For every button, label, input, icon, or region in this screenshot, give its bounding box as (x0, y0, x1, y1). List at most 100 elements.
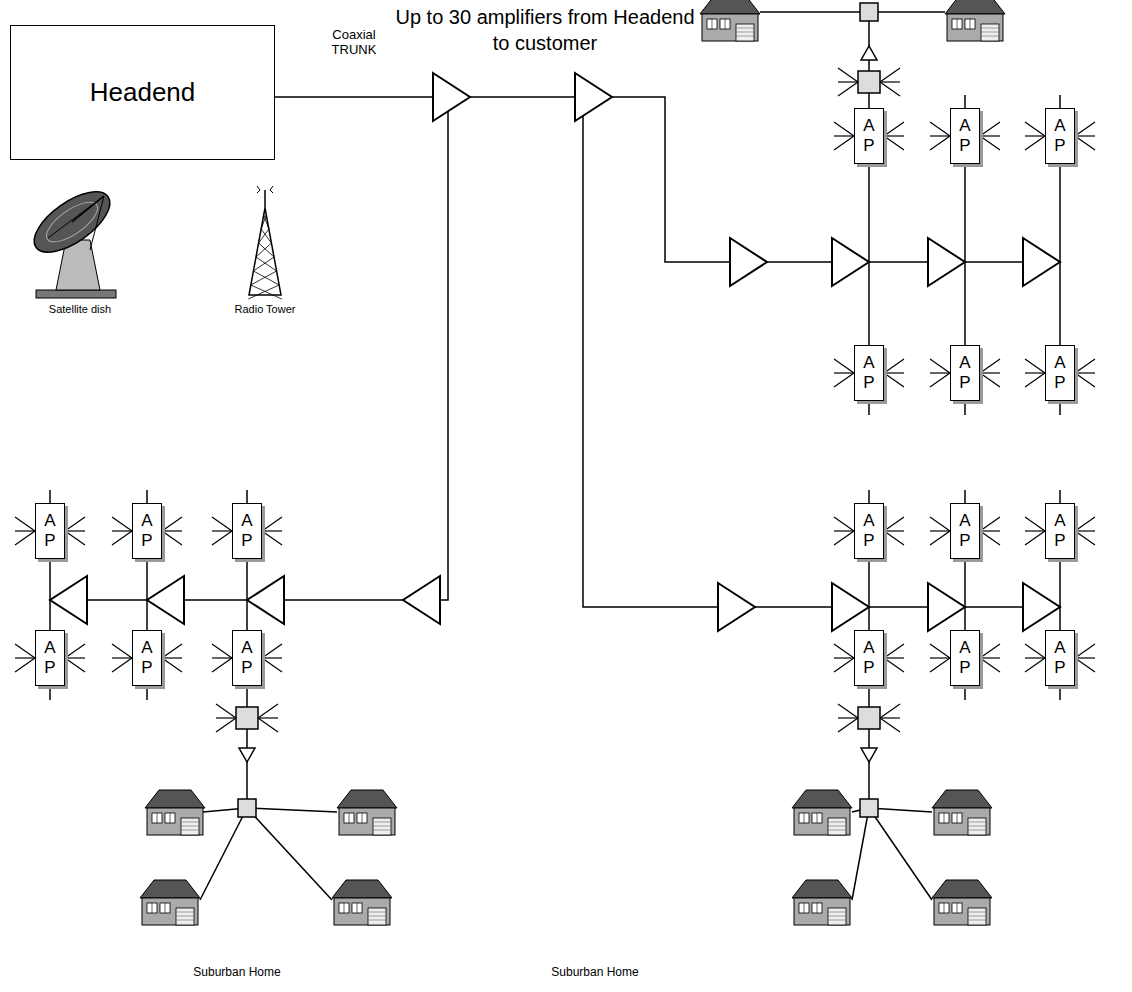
drop-line (834, 530, 854, 531)
house-icon (700, 0, 760, 41)
drop-line (838, 718, 858, 732)
drop-line (834, 644, 854, 658)
amplifier-symbol (1023, 583, 1060, 631)
drop-line (15, 531, 35, 545)
house-window (965, 19, 975, 29)
drop-line (212, 644, 232, 658)
drop-line (1075, 136, 1095, 150)
coax-wire (869, 11, 945, 13)
drop-line (884, 531, 904, 545)
drop-line (980, 359, 1000, 373)
line-extender-symbol (861, 748, 877, 762)
tap-label: A P (861, 638, 878, 677)
house-window-bar (957, 903, 958, 913)
tap-box: A P (132, 503, 162, 559)
drop-line (980, 122, 1000, 136)
drop-line (112, 517, 132, 531)
drop-line (884, 658, 904, 672)
coax-wire (583, 107, 1060, 607)
drop-line (1025, 136, 1045, 150)
house-garage (373, 818, 391, 835)
drop-line (834, 372, 854, 373)
drop-line (838, 81, 858, 82)
drop-line (112, 657, 132, 658)
house-body (339, 808, 395, 835)
line-extender-symbol (861, 46, 877, 60)
splitter-square (860, 3, 878, 21)
drop-line (212, 531, 232, 545)
drop-line (930, 657, 950, 658)
house-garage (736, 24, 754, 41)
garage-slat (968, 916, 986, 917)
drop-line (262, 644, 282, 658)
house-body (334, 898, 390, 925)
tap-box: A P (232, 630, 262, 686)
house-body (934, 808, 990, 835)
tap-box: A P (854, 345, 884, 401)
tap-label: A P (1052, 638, 1069, 677)
drop-line (980, 644, 1000, 658)
tap-box: A P (854, 503, 884, 559)
amplifier-symbol (832, 583, 869, 631)
house-window-bar (817, 813, 818, 823)
drop-line (1075, 135, 1095, 136)
garage-slat (736, 36, 754, 37)
house-window-bar (157, 813, 158, 823)
drop-line (212, 658, 232, 672)
drop-line (162, 657, 182, 658)
drop-line (880, 82, 900, 96)
drop-line (65, 530, 85, 531)
drop-line (15, 644, 35, 658)
tap-box: A P (950, 630, 980, 686)
house-roof (332, 880, 392, 898)
drop-line (1075, 657, 1095, 658)
house-window (160, 903, 170, 913)
house-window-bar (944, 813, 945, 823)
drop-line (162, 658, 182, 672)
house-window (952, 903, 962, 913)
drop-line (1025, 372, 1045, 373)
drop-line (258, 717, 278, 718)
amplifier-symbol (928, 238, 965, 286)
amplifier-symbol (928, 583, 965, 631)
satellite-dish (24, 180, 119, 298)
garage-slat (968, 912, 986, 913)
tap-box: A P (950, 345, 980, 401)
tower-lattice (251, 271, 279, 285)
drop-line (834, 122, 854, 136)
drop-line (162, 531, 182, 545)
drop-line (930, 373, 950, 387)
tap-box: A P (1045, 345, 1075, 401)
coax-wire (200, 808, 247, 900)
house-icon (932, 880, 992, 925)
drop-line (930, 530, 950, 531)
drop-line (930, 135, 950, 136)
tower-lattice (253, 257, 276, 271)
garage-slat (981, 28, 999, 29)
house-window-bar (725, 19, 726, 29)
tap-box: A P (232, 503, 262, 559)
home-caption: Suburban Home (551, 966, 638, 980)
drop-line (15, 530, 35, 531)
house-window-bar (165, 903, 166, 913)
drop-line (880, 718, 900, 732)
house-icon (792, 880, 852, 925)
drop-line (884, 135, 904, 136)
drop-line (216, 717, 236, 718)
house-window (152, 813, 162, 823)
drop-line (980, 517, 1000, 531)
drop-line (262, 517, 282, 531)
garage-slat (968, 822, 986, 823)
tower-mast (264, 190, 266, 208)
house-window (939, 903, 949, 913)
amplifier-symbol (730, 238, 767, 286)
house-roof (792, 880, 852, 898)
drop-line (884, 136, 904, 150)
garage-slat (373, 826, 391, 827)
tower-lattice (261, 215, 269, 229)
tower-lattice (259, 229, 272, 243)
drop-line (1075, 122, 1095, 136)
drop-line (1025, 657, 1045, 658)
tap-label: A P (861, 511, 878, 550)
tap-box: A P (1045, 503, 1075, 559)
